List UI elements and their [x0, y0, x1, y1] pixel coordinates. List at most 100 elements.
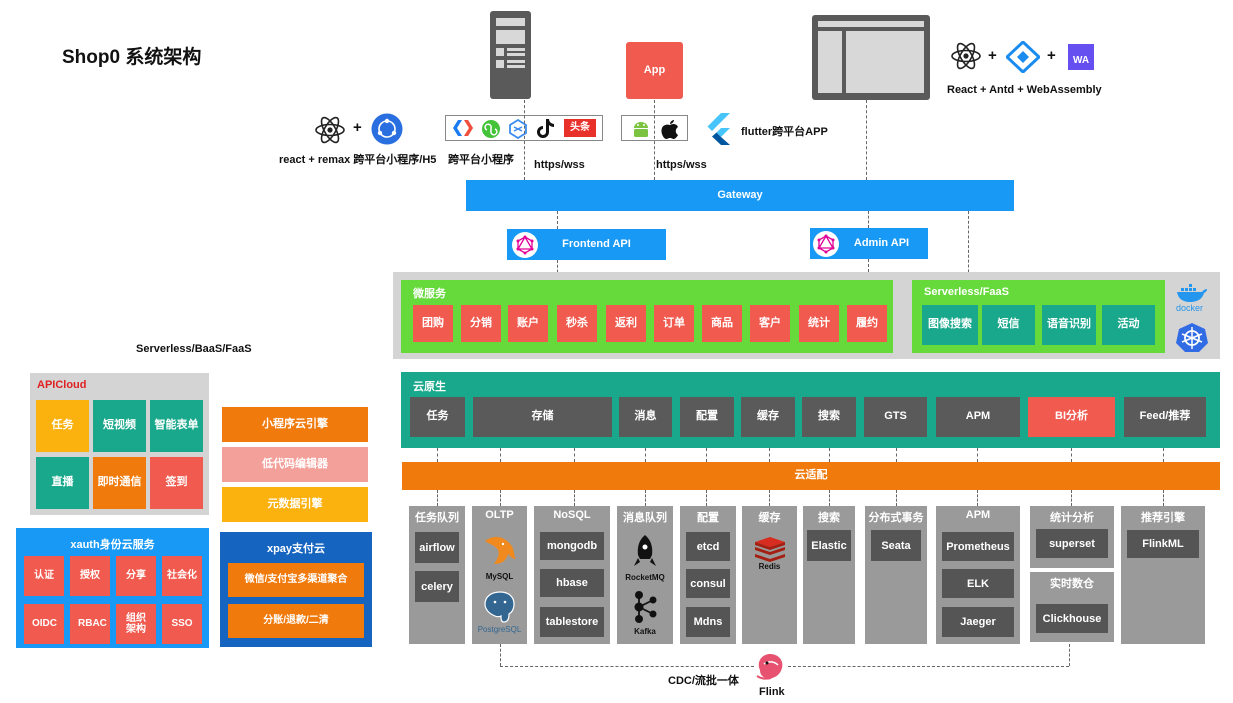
xauth-item: 授权 — [70, 556, 110, 596]
serverless-item: 语音识别 — [1042, 305, 1096, 345]
metadata-label: 元数据引擎 — [267, 497, 323, 510]
rocketmq-icon — [634, 535, 656, 566]
kafka-label: Kafka — [634, 627, 656, 636]
cloud-native-item-label: 配置 — [696, 410, 718, 423]
apicloud-item: 直播 — [36, 457, 89, 509]
xpay-item: 微信/支付宝多渠道聚合 — [228, 563, 364, 597]
col-dist-tx: 分布式事务 Seata — [865, 506, 927, 644]
tile-mongodb: mongodb — [540, 532, 604, 560]
wechat-mini-icon — [482, 120, 500, 138]
apicloud-item: 即时通信 — [93, 457, 146, 509]
serverless-item-label: 图像搜索 — [928, 318, 972, 331]
serverless-title: Serverless/FaaS — [924, 286, 1010, 298]
phone-mockup-icon — [490, 11, 531, 99]
xauth-item: 分享 — [116, 556, 156, 596]
tile-celery: celery — [415, 571, 459, 602]
xauth-item-label: SSO — [171, 618, 193, 629]
xauth-item-label: 授权 — [80, 570, 100, 581]
microservice-item: 账户 — [508, 305, 548, 342]
col-title: 搜索 — [818, 512, 840, 524]
frontend-api-box: Frontend API — [507, 229, 666, 260]
cloud-native-title: 云原生 — [413, 381, 446, 393]
android-icon — [634, 122, 648, 137]
tile-flinkml: FlinkML — [1127, 530, 1199, 558]
col-realtime: 实时数仓 Clickhouse — [1030, 572, 1114, 642]
serverless-item: 短信 — [982, 305, 1035, 345]
serverless-item-label: 语音识别 — [1047, 318, 1091, 331]
cloud-native-item: 缓存 — [741, 397, 795, 437]
microservice-item-label: 商品 — [711, 316, 733, 329]
tile-jaeger: Jaeger — [942, 607, 1014, 637]
xauth-item: 组织架构 — [116, 604, 156, 644]
cloud-adapter-bar: 云适配 — [402, 462, 1220, 490]
admin-stack-label: React + Antd + WebAssembly — [947, 84, 1102, 96]
xauth-item: RBAC — [70, 604, 110, 644]
apicloud-item-label: 签到 — [165, 476, 188, 489]
apicloud-item: 短视频 — [93, 400, 146, 452]
col-title: 分布式事务 — [868, 512, 924, 524]
tile-elk: ELK — [942, 569, 1014, 598]
flutter-label: flutter跨平台APP — [741, 126, 828, 138]
admin-api-label: Admin API — [853, 236, 910, 249]
microservice-item-label: 团购 — [422, 316, 444, 329]
admin-api-box: Admin API — [810, 228, 928, 259]
xauth-item-label: OIDC — [32, 618, 57, 630]
tiktok-icon — [537, 119, 554, 138]
xauth-item: 认证 — [24, 556, 64, 596]
col-mq: 消息队列 RocketMQ Kafka — [617, 506, 673, 644]
xauth-item-label: 分享 — [126, 570, 146, 581]
flutter-icon — [707, 113, 730, 145]
https-label-2: https/wss — [656, 159, 707, 171]
cloud-adapter-label: 云适配 — [794, 469, 828, 482]
cloud-native-item: 搜索 — [802, 397, 856, 437]
toutiao-icon: 头条 — [564, 119, 596, 137]
cloud-native-item: APM — [936, 397, 1020, 437]
col-search: 搜索 Elastic — [803, 506, 855, 644]
microservice-item: 履约 — [847, 305, 887, 342]
lowcode-editor: 低代码编辑器 — [222, 447, 368, 482]
col-config: 配置 etcd consul Mdns — [680, 506, 736, 644]
xpay-item: 分账/退款/二清 — [228, 604, 364, 638]
serverless-item-label: 活动 — [1117, 318, 1140, 331]
col-recommend: 推荐引擎 FlinkML — [1121, 506, 1205, 644]
col-title: 统计分析 — [1050, 512, 1094, 524]
col-title: 推荐引擎 — [1141, 512, 1185, 524]
react-icon — [951, 42, 981, 70]
col-apm: APM Prometheus ELK Jaeger — [936, 506, 1020, 644]
microservice-item-label: 账户 — [517, 316, 539, 329]
microservice-item-label: 客户 — [759, 316, 781, 329]
xauth-item: OIDC — [24, 604, 64, 644]
antd-icon — [1006, 41, 1040, 73]
tile-superset: superset — [1036, 529, 1108, 558]
page-title: Shop0 系统架构 — [62, 47, 202, 68]
toutiao-label: 头条 — [570, 122, 590, 133]
apicloud-item-label: 任务 — [51, 419, 74, 432]
remax-icon — [371, 113, 403, 145]
cloud-native-item-label: BI分析 — [1055, 410, 1088, 423]
col-title: OLTP — [485, 509, 514, 521]
tile-etcd: etcd — [686, 532, 730, 561]
col-stats: 统计分析 superset — [1030, 506, 1114, 568]
tile-elastic: Elastic — [807, 530, 851, 561]
microservice-item: 秒杀 — [557, 305, 597, 342]
https-label-1: https/wss — [534, 159, 585, 171]
microservice-item: 订单 — [654, 305, 694, 342]
frontend-api-label: Frontend API — [562, 237, 631, 250]
tile-seata: Seata — [871, 530, 921, 561]
kubernetes-icon — [1176, 323, 1208, 352]
redis-icon — [755, 537, 785, 562]
apple-icon — [661, 120, 678, 139]
mini-engine-label: 小程序云引擎 — [262, 417, 328, 430]
mysql-label: MySQL — [485, 572, 514, 581]
graphql-icon — [512, 232, 538, 258]
col-nosql: NoSQL mongodb hbase tablestore — [534, 506, 610, 644]
xpay-item-label: 分账/退款/二清 — [263, 615, 329, 626]
microservice-item: 统计 — [799, 305, 839, 342]
xauth-title: xauth身份云服务 — [70, 539, 155, 551]
cloud-native-item: 存储 — [473, 397, 612, 437]
microservices-title: 微服务 — [413, 288, 446, 300]
graphql-icon — [813, 231, 839, 257]
flink-label: Flink — [759, 686, 785, 698]
app-label: App — [643, 63, 666, 76]
cloud-native-item-label: GTS — [884, 410, 907, 423]
